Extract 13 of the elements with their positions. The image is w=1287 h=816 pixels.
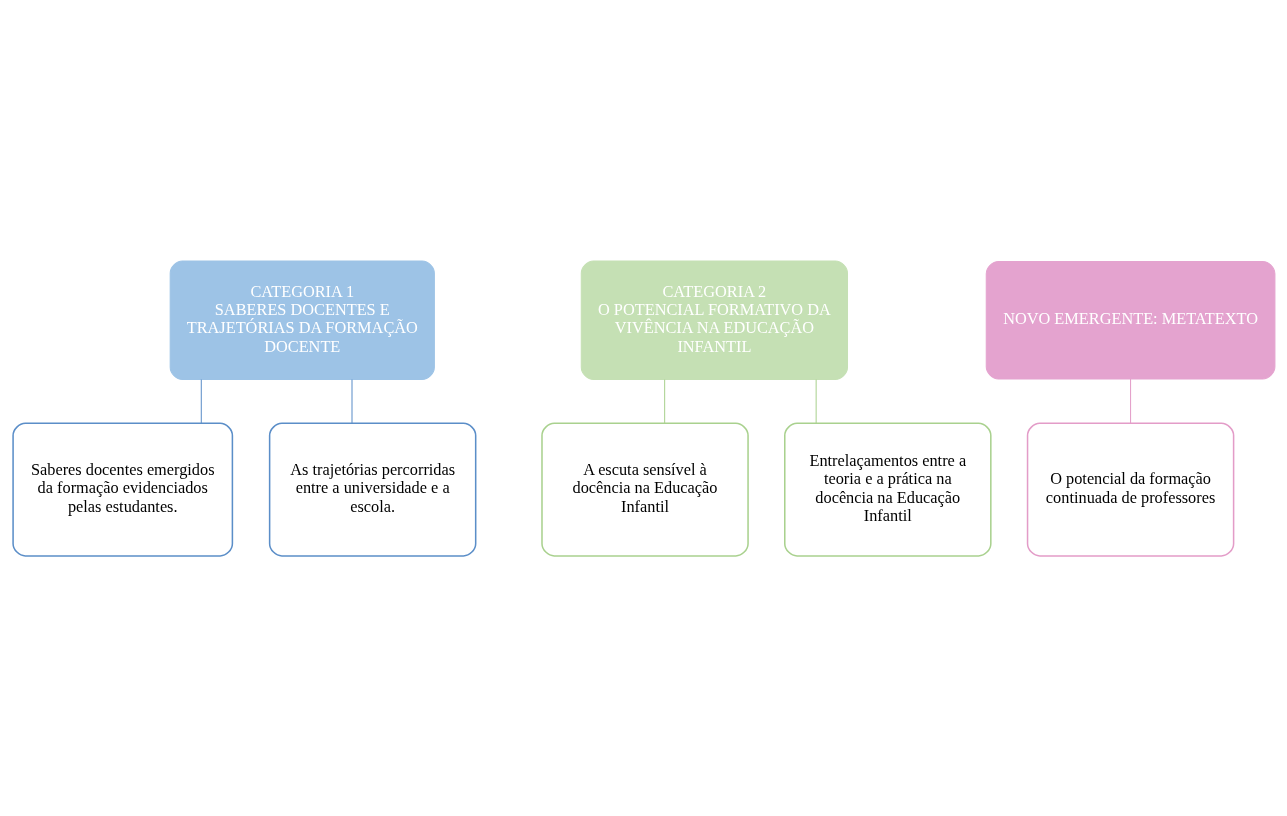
connector: [663, 378, 665, 424]
connector: [815, 378, 817, 424]
node-box: As trajetórias percorridas entre a universidade e a escola.: [268, 422, 476, 557]
node-box: O potencial da formação continuada de professores: [1026, 422, 1234, 557]
connector: [351, 378, 352, 424]
node-box: CATEGORIA 2 O POTENCIAL FORMATIVO DA VIVÊNCIA NA EDUCAÇÃO INFANTIL: [580, 260, 848, 380]
node-box: NOVO EMERGENTE: METATEXTO: [985, 260, 1275, 379]
node-box: A escuta sensível à docência na Educação Infantil: [540, 422, 749, 557]
node-box: CATEGORIA 1 SABERES DOCENTES E TRAJETÓRIAS DA FORMAÇÃO DOCENTE: [169, 260, 435, 380]
node-box: Entrelaçamentos entre a teoria e a prática na docência na Educação Infantil: [783, 422, 992, 557]
connector: [200, 378, 202, 424]
connector: [1129, 378, 1131, 424]
node-box: Saberes docentes emergidos da formação evidenciados pelas estudantes.: [11, 422, 233, 557]
